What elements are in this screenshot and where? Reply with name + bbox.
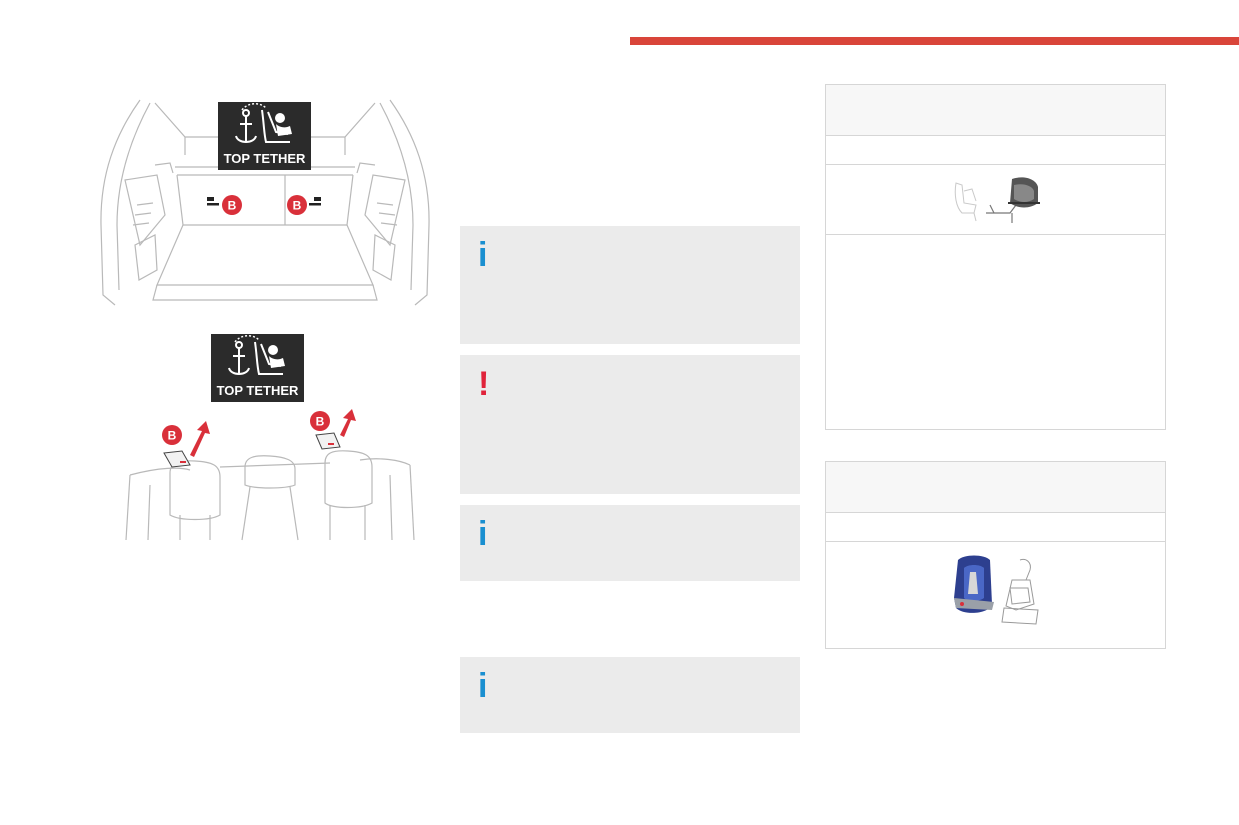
panel-subheader	[826, 512, 1165, 541]
baby-seat-isofix-base-illustration	[954, 177, 1040, 223]
svg-text:B: B	[293, 199, 302, 213]
panel-image-row	[826, 541, 1165, 649]
callout-b-left-seat: B	[162, 425, 182, 445]
panel-header	[826, 85, 1165, 135]
svg-text:B: B	[168, 429, 177, 443]
top-tether-label: TOP TETHER	[218, 102, 311, 170]
top-tether-label-2: TOP TETHER	[211, 334, 304, 402]
warning-icon: !	[478, 365, 490, 403]
svg-text:B: B	[228, 199, 237, 213]
panel-body	[826, 234, 1165, 430]
top-tether-text: TOP TETHER	[224, 151, 306, 166]
callout-b-right: B	[287, 195, 307, 215]
child-seat-illustration	[954, 555, 1039, 625]
top-tether-anchor-icon	[228, 335, 285, 375]
info-icon: i	[478, 236, 488, 274]
warning-note: !	[460, 355, 800, 494]
svg-text:B: B	[316, 415, 325, 429]
panel-subheader	[826, 135, 1165, 164]
callout-b-left: B	[222, 195, 242, 215]
info-note-1: i	[460, 226, 800, 344]
panel-image-row	[826, 164, 1165, 234]
info-icon: i	[478, 515, 488, 553]
top-tether-anchor-icon	[235, 103, 292, 143]
header-accent-rule	[630, 37, 1239, 45]
panel-header	[826, 462, 1165, 512]
info-note-2: i	[460, 505, 800, 581]
seat-panel-1	[825, 84, 1166, 430]
info-icon: i	[478, 667, 488, 705]
callout-b-right-seat: B	[310, 411, 330, 431]
info-note-3: i	[460, 657, 800, 733]
rear-seat-anchorage-figure	[125, 409, 415, 541]
seat-panel-2	[825, 461, 1166, 649]
top-tether-text: TOP TETHER	[217, 383, 299, 398]
